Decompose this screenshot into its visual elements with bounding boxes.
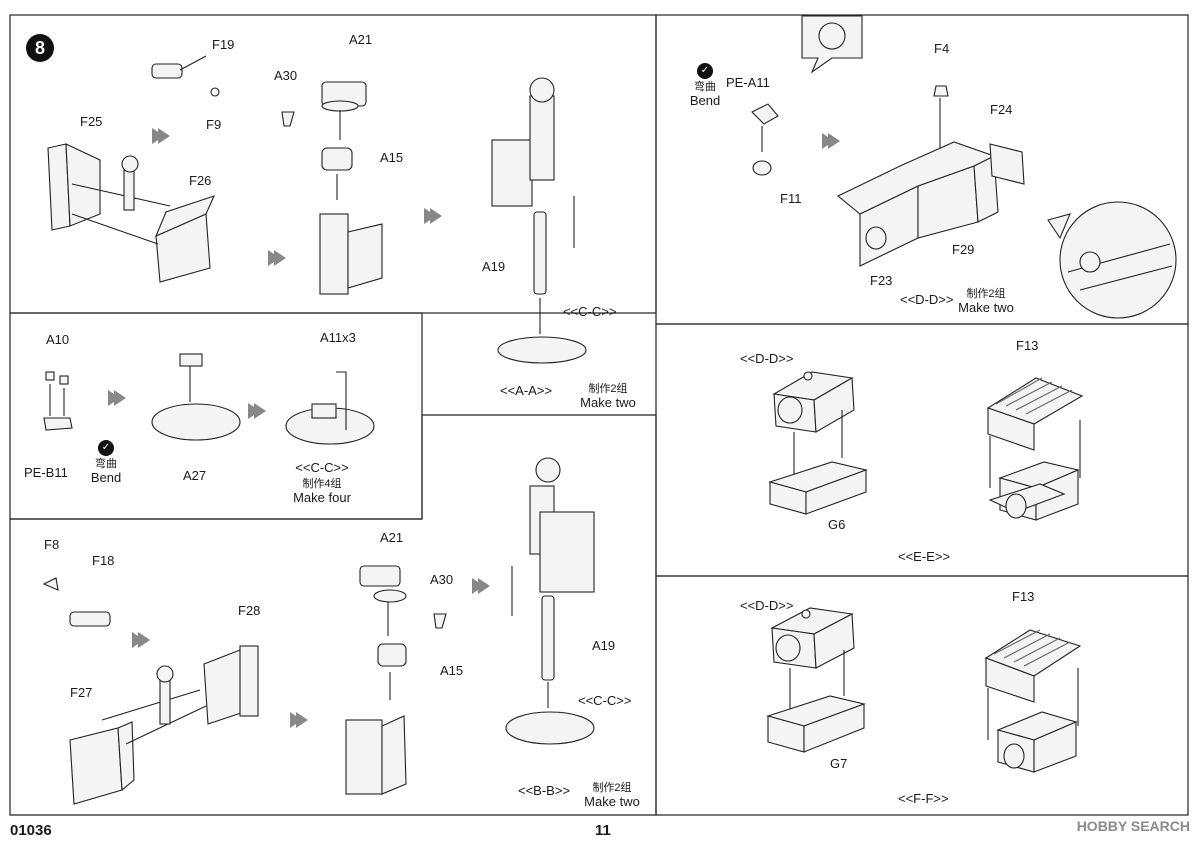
make-count-cn: 制作2组 (588, 383, 628, 395)
part-label-a19: A19 (592, 638, 616, 653)
part-label-a21: A21 (380, 530, 404, 545)
part-label-f11: F11 (780, 191, 802, 206)
part-label-f19: F19 (212, 37, 235, 52)
make-count-cn: 制作2组 (966, 288, 1006, 300)
subassembly-caption-b-b: <<B-B>> (518, 783, 571, 798)
part-label-g6: G6 (828, 517, 846, 532)
panel-e-drawings (768, 371, 1084, 521)
panel-d-drawings (751, 15, 1177, 319)
panel-e-border (655, 323, 1189, 577)
watermark: HOBBY SEARCH (1076, 818, 1190, 834)
part-label-f23: F23 (870, 273, 893, 288)
make-count-en: Make two (580, 395, 636, 410)
part-label-f13: F13 (1016, 338, 1039, 353)
subassembly-ref-c-c: <<C-C>> (578, 693, 632, 708)
part-label-pe-b11: PE-B11 (24, 465, 68, 480)
product-code: 01036 (10, 822, 52, 839)
bend-label-cn: 弯曲 (95, 458, 117, 470)
make-count-cn: 制作2组 (592, 782, 632, 794)
part-label-f26: F26 (189, 173, 212, 188)
subassembly-ref-d-d: <<D-D>> (740, 351, 794, 366)
bend-icon: ✓ (697, 63, 713, 79)
part-label-a15: A15 (440, 663, 464, 678)
bend-label-en: Bend (90, 470, 122, 485)
part-label-pe-a11: PE-A11 (726, 75, 770, 90)
part-label-f25: F25 (80, 114, 103, 129)
part-label-f24: F24 (990, 102, 1013, 117)
bend-icon: ✓ (98, 440, 114, 456)
part-label-a19: A19 (482, 259, 506, 274)
part-label-f29: F29 (952, 242, 975, 257)
subassembly-caption-e-e: <<E-E>> (898, 549, 951, 564)
make-count-en: Make four (293, 490, 351, 505)
assembly-arrows (108, 128, 840, 728)
make-count-en: Make two (584, 794, 640, 809)
part-label-a15: A15 (380, 150, 404, 165)
panel-f-drawings (766, 607, 1082, 773)
part-label-a30: A30 (430, 572, 454, 587)
subassembly-caption-f-f: <<F-F>> (898, 791, 949, 806)
subassembly-caption-a-a: <<A-A>> (500, 383, 553, 398)
step-number-badge: 8 (26, 34, 54, 62)
bend-label-cn: 弯曲 (694, 81, 716, 93)
bend-label-en: Bend (689, 93, 721, 108)
subassembly-ref-d-d: <<D-D>> (740, 598, 794, 613)
part-label-a30: A30 (274, 68, 298, 83)
subassembly-caption-d-d: <<D-D>> (900, 292, 954, 307)
panel-b-drawings (42, 457, 595, 805)
part-label-a21: A21 (349, 32, 373, 47)
subassembly-caption-c-c: <<C-C>> (295, 460, 349, 475)
part-label-f28: F28 (238, 603, 261, 618)
part-label-f18: F18 (92, 553, 115, 568)
subassembly-ref-c-c: <<C-C>> (563, 304, 617, 319)
part-label-a10: A10 (46, 332, 70, 347)
panel-a-drawings (47, 55, 587, 364)
part-label-f9: F9 (206, 117, 222, 132)
part-label-g7: G7 (830, 756, 848, 771)
part-label-a11x3: A11x3 (320, 330, 356, 345)
page-number: 11 (595, 822, 611, 839)
part-label-f13: F13 (1012, 589, 1035, 604)
make-count-en: Make two (958, 300, 1014, 315)
make-count-cn: 制作4组 (302, 478, 342, 490)
part-label-f27: F27 (70, 685, 93, 700)
part-label-f4: F4 (934, 41, 950, 56)
part-label-f8: F8 (44, 537, 60, 552)
panel-f-border (655, 575, 1189, 816)
panel-c-drawings (43, 353, 375, 445)
part-label-a27: A27 (183, 468, 207, 483)
